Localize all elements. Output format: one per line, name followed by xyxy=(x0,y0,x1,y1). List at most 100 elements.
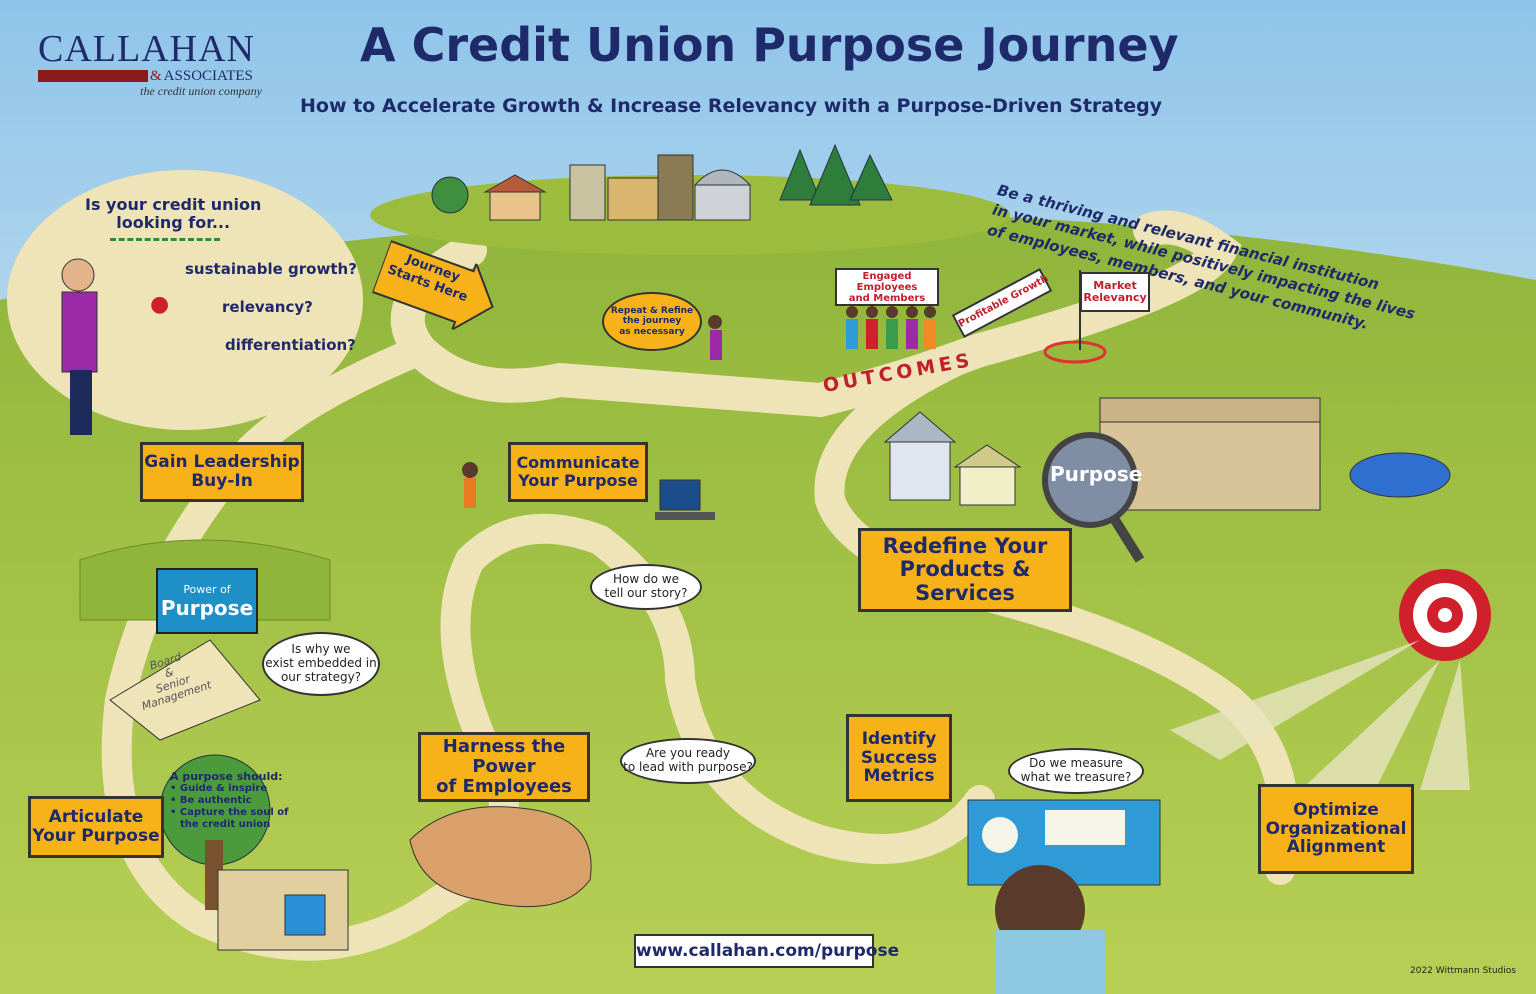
sign-redefine-line-2: Products & Services xyxy=(899,557,1031,605)
building xyxy=(569,164,606,221)
walking-person xyxy=(464,478,476,508)
sign-harness-line-1: Harness the Power xyxy=(442,736,566,778)
logo-amp: & xyxy=(150,67,162,84)
bubble-measure-line-1: Do we measure xyxy=(1029,756,1123,771)
bubble-story-line-1: How do we xyxy=(613,572,679,587)
purpose-should-item: • Be authentic xyxy=(170,795,252,807)
credit-union-branch xyxy=(1099,419,1321,511)
bubble-strategy-line-2: exist embedded in xyxy=(265,656,377,671)
person xyxy=(710,330,722,360)
location-pin-icon: ● xyxy=(150,292,170,317)
power-of-purpose-sign: Power of Purpose xyxy=(156,568,258,634)
employee-group xyxy=(840,302,940,372)
logo-associates: ASSOCIATES xyxy=(163,67,253,84)
bubble-lead-line-2: to lead with purpose? xyxy=(623,760,753,774)
bubble-story-line-2: tell our story? xyxy=(604,586,688,600)
sign-communicate-line-2: Your Purpose xyxy=(518,471,638,490)
intro-question: Is your credit union looking for... xyxy=(85,195,262,233)
sign-identify-metrics[interactable]: Identify Success Metrics xyxy=(846,714,952,802)
sign-gain-leadership[interactable]: Gain Leadership Buy-In xyxy=(140,442,304,502)
purpose-should-text: Capture the soul of xyxy=(179,807,289,819)
sign-redefine-line-1: Redefine Your xyxy=(882,534,1048,559)
logo-bar xyxy=(38,70,148,82)
bubble-strategy: Is why we exist embedded in our strategy… xyxy=(262,632,380,696)
purpose-should-heading: A purpose should: xyxy=(170,770,283,783)
meeting-table xyxy=(109,639,261,741)
dome-building xyxy=(694,184,751,221)
bubble-story: How do we tell our story? xyxy=(590,564,702,610)
sign-identify-line-3: Metrics xyxy=(863,766,935,787)
sign-articulate-purpose[interactable]: Articulate Your Purpose xyxy=(28,796,164,858)
sign-optimize-line-3: Alignment xyxy=(1286,837,1386,858)
growth-arrow xyxy=(110,238,220,243)
people-icon xyxy=(846,306,936,349)
banner-engaged-line-2: and Members xyxy=(848,292,926,304)
purpose-should-list: A purpose should: • Guide & inspire • Be… xyxy=(170,770,290,831)
bubble-measure-line-2: what we treasure? xyxy=(1020,770,1132,784)
repeat-line-2: the journey xyxy=(622,316,682,327)
building xyxy=(607,177,664,221)
computer-monitor xyxy=(659,479,701,511)
flag-line-1: Market xyxy=(1093,278,1137,292)
purpose-should-text: Guide & inspire xyxy=(179,783,268,795)
repeat-refine-bubble: Repeat & Refine the journey as necessary xyxy=(602,292,702,351)
sign-articulate-line-1: Articulate xyxy=(48,807,144,828)
purpose-should-text: Be authentic xyxy=(179,795,252,807)
sign-redefine-products[interactable]: Redefine Your Products & Services xyxy=(858,528,1072,612)
sign-optimize-line-1: Optimize xyxy=(1293,799,1379,820)
building xyxy=(657,154,694,221)
sign-articulate-line-2: Your Purpose xyxy=(32,826,160,846)
presenter xyxy=(61,258,95,292)
sign-communicate-line-1: Communicate xyxy=(516,453,640,473)
magnifier-purpose-label: Purpose xyxy=(1050,462,1143,486)
sign-harness-employees[interactable]: Harness the Power of Employees xyxy=(418,732,590,802)
sign-optimize-line-2: Organizational xyxy=(1265,818,1407,839)
house xyxy=(889,439,951,501)
repeat-line-1: Repeat & Refine xyxy=(610,305,694,316)
flag-market-relevancy: Market Relevancy xyxy=(1080,272,1150,312)
journey-start-arrow: Journey Starts Here xyxy=(370,234,507,341)
logo-tagline: the credit union company xyxy=(140,84,262,98)
intro-question-line-2: looking for... xyxy=(116,213,231,233)
house xyxy=(959,464,1016,506)
sign-identify-line-2: Success xyxy=(860,747,938,768)
page-title: A Credit Union Purpose Journey xyxy=(360,18,1179,72)
bubble-lead-line-1: Are you ready xyxy=(645,746,731,761)
sign-gain-line-1: Gain Leadership xyxy=(144,452,300,473)
bubble-measure: Do we measure what we treasure? xyxy=(1008,748,1144,794)
hand xyxy=(409,806,592,908)
callahan-logo[interactable]: CALLAHAN & ASSOCIATES the credit union c… xyxy=(38,30,268,99)
purpose-should-text: the credit union xyxy=(180,819,271,831)
logo-name: CALLAHAN xyxy=(38,28,255,70)
bubble-strategy-line-3: our strategy? xyxy=(280,669,362,684)
outcome-target xyxy=(1043,340,1107,364)
bubble-strategy-line-1: Is why we xyxy=(291,642,351,657)
page-subtitle: How to Accelerate Growth & Increase Rele… xyxy=(300,95,1163,117)
bubble-lead: Are you ready to lead with purpose? xyxy=(620,738,756,784)
sign-harness-line-2: of Employees xyxy=(436,775,572,797)
website-link[interactable]: www.callahan.com/purpose xyxy=(634,934,899,968)
sign-gain-line-2: Buy-In xyxy=(191,471,253,491)
intro-item-relevancy: relevancy? xyxy=(222,298,313,316)
intro-item-growth: sustainable growth? xyxy=(185,260,357,278)
repeat-line-3: as necessary xyxy=(619,326,685,337)
car xyxy=(1349,452,1451,498)
sign-communicate-purpose[interactable]: Communicate Your Purpose xyxy=(508,442,648,502)
purpose-should-item: • Capture the soul of xyxy=(170,807,289,819)
power-sign-line-1: Power of xyxy=(183,582,231,596)
artist-credit: 2022 Wittmann Studios xyxy=(1410,966,1516,976)
banner-engaged-line-1: Engaged Employees xyxy=(856,270,918,293)
flag-line-2: Relevancy xyxy=(1083,291,1147,304)
storefront xyxy=(217,869,349,951)
banner-engaged: Engaged Employees and Members xyxy=(835,268,939,306)
sign-optimize-alignment[interactable]: Optimize Organizational Alignment xyxy=(1258,784,1414,874)
arrow-shape xyxy=(371,239,494,332)
sign-identify-line-1: Identify xyxy=(861,728,937,749)
intro-item-differentiation: differentiation? xyxy=(225,336,356,354)
intro-question-line-1: Is your credit union xyxy=(85,195,262,214)
purpose-should-item: • Guide & inspire xyxy=(170,783,268,795)
house xyxy=(489,189,541,221)
magnifier xyxy=(1042,432,1138,528)
